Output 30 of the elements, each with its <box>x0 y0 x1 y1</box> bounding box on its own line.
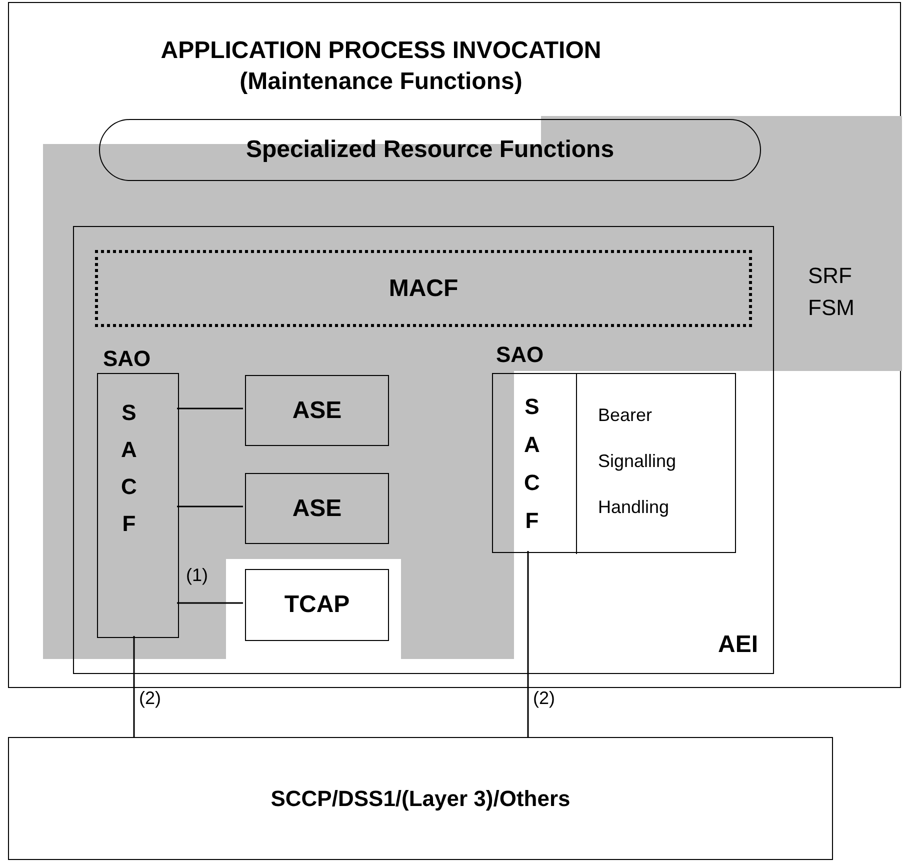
edge-label: (2) <box>533 689 555 707</box>
dotted-box <box>95 250 752 327</box>
entity-box <box>73 226 774 674</box>
area-label: SRF FSM <box>808 262 856 322</box>
connector-line <box>177 602 243 604</box>
box-label: Specialized Resource Functions <box>246 135 614 165</box>
rounded-box <box>99 119 761 181</box>
connector-line <box>177 408 243 410</box>
box-label: MACF <box>388 274 458 304</box>
title: APPLICATION PROCESS INVOCATION (Maintenance Functions) <box>160 36 602 97</box>
outer-frame <box>8 2 901 688</box>
box-heading: SAO <box>496 341 544 369</box>
edge-label: (1) <box>186 566 208 584</box>
process-box <box>245 473 389 544</box>
box-label: SCCP/DSS1/(Layer 3)/Others <box>270 785 570 813</box>
connector-line <box>527 551 529 737</box>
box-label: AEI <box>718 630 758 660</box>
process-box <box>245 569 389 641</box>
process-box <box>245 375 389 446</box>
box-label: S A C F <box>523 393 541 535</box>
box-heading: SAO <box>103 345 151 373</box>
box-label: ASE <box>292 494 342 524</box>
box-label: ASE <box>292 396 342 426</box>
box-label: Bearer Signalling Handling <box>598 404 678 519</box>
connector-line <box>177 506 243 508</box>
connector-line <box>133 636 135 737</box>
edge-label: (2) <box>139 689 161 707</box>
box-label: S A C F <box>120 399 138 538</box>
box-label: TCAP <box>284 590 350 620</box>
layer-box <box>8 737 833 860</box>
